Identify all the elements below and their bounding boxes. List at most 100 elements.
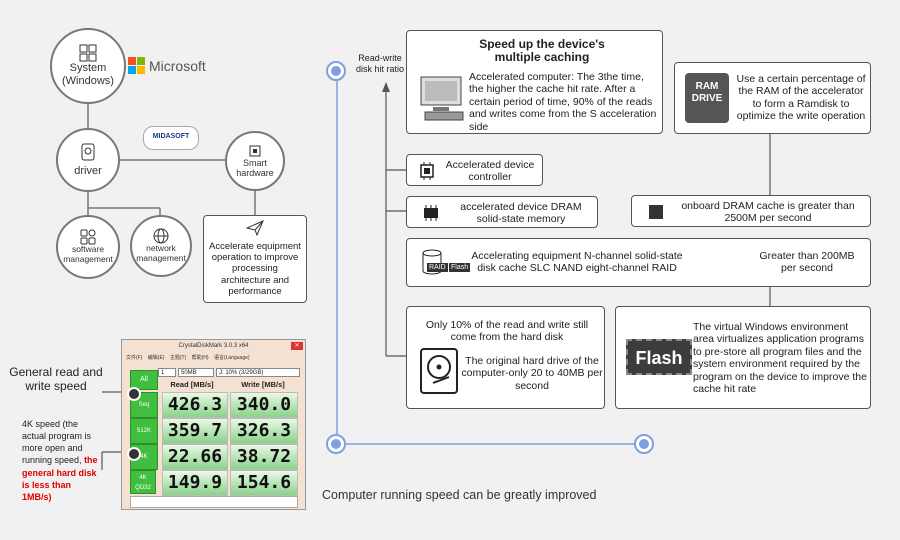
speedup-box: Speed up the device's multiple caching A… (406, 30, 663, 134)
four-k-speed-label: 4K speed (the actual program is more ope… (22, 418, 102, 503)
row-4kqd32-read: 149.9 (162, 470, 228, 496)
hdd-bottom-text: The original hard drive of the computer-… (461, 355, 603, 392)
general-speed-label: General read and write speed (9, 365, 103, 393)
software-label: software management (63, 244, 113, 264)
row-4kqd32-label: 4K QD32 (135, 475, 151, 491)
menu-file[interactable]: 文件(F) (126, 355, 143, 361)
axis-dot-bottom-right (634, 434, 654, 454)
raid-box: RAID Flash Accelerating equipment N-chan… (406, 238, 871, 287)
menu-theme[interactable]: 主题(T) (169, 355, 187, 361)
dram-speed-box: onboard DRAM cache is greater than 2500M… (631, 195, 871, 227)
dram-speed-text: onboard DRAM cache is greater than 2500M… (681, 200, 855, 225)
windows-icon (79, 44, 97, 62)
flash-text: The virtual Windows environment area vir… (693, 321, 867, 395)
write-header: Write [MB/s] (241, 380, 285, 389)
controller-box: Accelerated device controller (406, 154, 543, 186)
driver-label: driver (74, 164, 102, 177)
close-icon[interactable]: ✕ (291, 342, 303, 350)
four-k-label-black: 4K speed (the actual program is more ope… (22, 419, 92, 466)
dram-box: accelerated device DRAM solid-state memo… (406, 196, 598, 228)
network-management-node: network management (130, 215, 192, 277)
hdd-top-text: Only 10% of the read and write still com… (425, 319, 589, 344)
smart-hardware-node: Smart hardware (225, 131, 285, 191)
window-menubar: 文件(F) 编辑(E) 主题(T) 帮助(H) 语言(Language) (122, 353, 305, 363)
axis-label: Read-write disk hit ratio (355, 53, 405, 74)
system-windows-node: System (Windows) (50, 28, 126, 104)
memory-chip-icon (424, 205, 438, 221)
size-value: 50MB (181, 370, 197, 376)
cpu-icon (420, 162, 434, 180)
network-label: network management (136, 243, 186, 263)
ramdrive-box: RAM DRIVE Use a certain percentage of th… (674, 62, 871, 134)
row-seq-read: 426.3 (162, 392, 228, 418)
microsoft-logo-icon (128, 57, 145, 74)
pointer-dot-general (127, 387, 141, 401)
row-4kqd32-write: 154.6 (230, 470, 298, 496)
row-seq-write: 340.0 (230, 392, 298, 418)
row-seq-label: Seq (138, 402, 150, 408)
ramdrive-text: Use a certain percentage of the RAM of t… (736, 73, 866, 123)
count-value: 1 (161, 370, 165, 376)
flash-big-text: Flash (635, 348, 683, 368)
apps-icon (80, 229, 96, 245)
dram-text: accelerated device DRAM solid-state memo… (460, 201, 582, 226)
axis-dot-bottom-left (326, 434, 346, 454)
hdd-icon (420, 348, 458, 394)
driver-node: driver (56, 128, 120, 192)
raid-icon: RAID Flash (421, 249, 473, 277)
paper-plane-icon (245, 220, 264, 237)
size-select[interactable]: 50MB (178, 368, 214, 377)
row-512k-write: 326.3 (230, 418, 298, 444)
drive-value: J: 10% (3/29GB) (219, 370, 264, 376)
window-title: CrystalDiskMark 3.0.3 x64 (178, 343, 249, 349)
speedup-title: Speed up the device's multiple caching (479, 37, 605, 65)
microsoft-logo: Microsoft (128, 57, 206, 74)
computer-icon (420, 76, 464, 121)
ramdrive-icon: RAM DRIVE (685, 73, 729, 123)
accelerate-text: Accelerate equipment operation to improv… (209, 241, 301, 297)
raid-speed-text: Greater than 200MB per second (759, 250, 855, 275)
row-512k-button[interactable]: 512K (130, 418, 158, 444)
hard-drive-icon (81, 143, 95, 161)
row-512k-label: 512K (136, 428, 151, 434)
menu-help[interactable]: 帮助(H) (191, 355, 209, 361)
comment-field[interactable] (130, 496, 298, 508)
row-4k-write: 38.72 (230, 444, 298, 470)
accelerate-equipment-box: Accelerate equipment operation to improv… (203, 215, 307, 303)
all-button[interactable]: All (130, 370, 158, 390)
all-button-label: All (140, 376, 148, 383)
row-4kqd32-button[interactable]: 4K QD32 (130, 470, 156, 494)
dram-chip-icon (649, 205, 663, 219)
smart-label: Smart hardware (236, 157, 274, 178)
controller-text: Accelerated device controller (445, 159, 535, 184)
row-4k-read: 22.66 (162, 444, 228, 470)
flash-small-text: Flash (449, 263, 471, 272)
software-management-node: software management (56, 215, 120, 279)
hdd-box: Only 10% of the read and write still com… (406, 306, 605, 409)
pointer-dot-4k (127, 447, 141, 461)
raid-icon-text: RAID (427, 263, 448, 272)
speedup-text: Accelerated computer: The 3the time, the… (469, 71, 657, 133)
microsoft-text: Microsoft (149, 57, 206, 74)
axis-dot-top (326, 61, 346, 81)
window-titlebar: CrystalDiskMark 3.0.3 x64 ✕ (122, 340, 305, 353)
row-512k-read: 359.7 (162, 418, 228, 444)
four-k-label-red: the general hard disk is less than 1MB/s… (22, 455, 98, 502)
system-label: System (Windows) (62, 62, 114, 87)
chip-icon (249, 145, 261, 157)
midasoft-logo: MIDASOFT (143, 126, 199, 150)
drive-select[interactable]: J: 10% (3/29GB) (216, 368, 300, 377)
globe-icon (153, 228, 169, 244)
flash-box: Flash The virtual Windows environment ar… (615, 306, 871, 409)
ramdrive-icon-text: RAM DRIVE (691, 81, 723, 104)
bottom-caption: Computer running speed can be greatly im… (322, 488, 597, 502)
midasoft-text: MIDASOFT (152, 133, 190, 140)
count-select[interactable]: 1 (158, 368, 176, 377)
crystaldiskmark-window: CrystalDiskMark 3.0.3 x64 ✕ 文件(F) 编辑(E) … (121, 339, 306, 510)
raid-text: Accelerating equipment N-channel solid-s… (471, 250, 683, 275)
row-4k-label: 4K (140, 454, 148, 460)
menu-edit[interactable]: 编辑(E) (147, 355, 165, 361)
menu-language[interactable]: 语言(Language) (213, 355, 250, 361)
flash-big-icon: Flash (626, 339, 692, 375)
